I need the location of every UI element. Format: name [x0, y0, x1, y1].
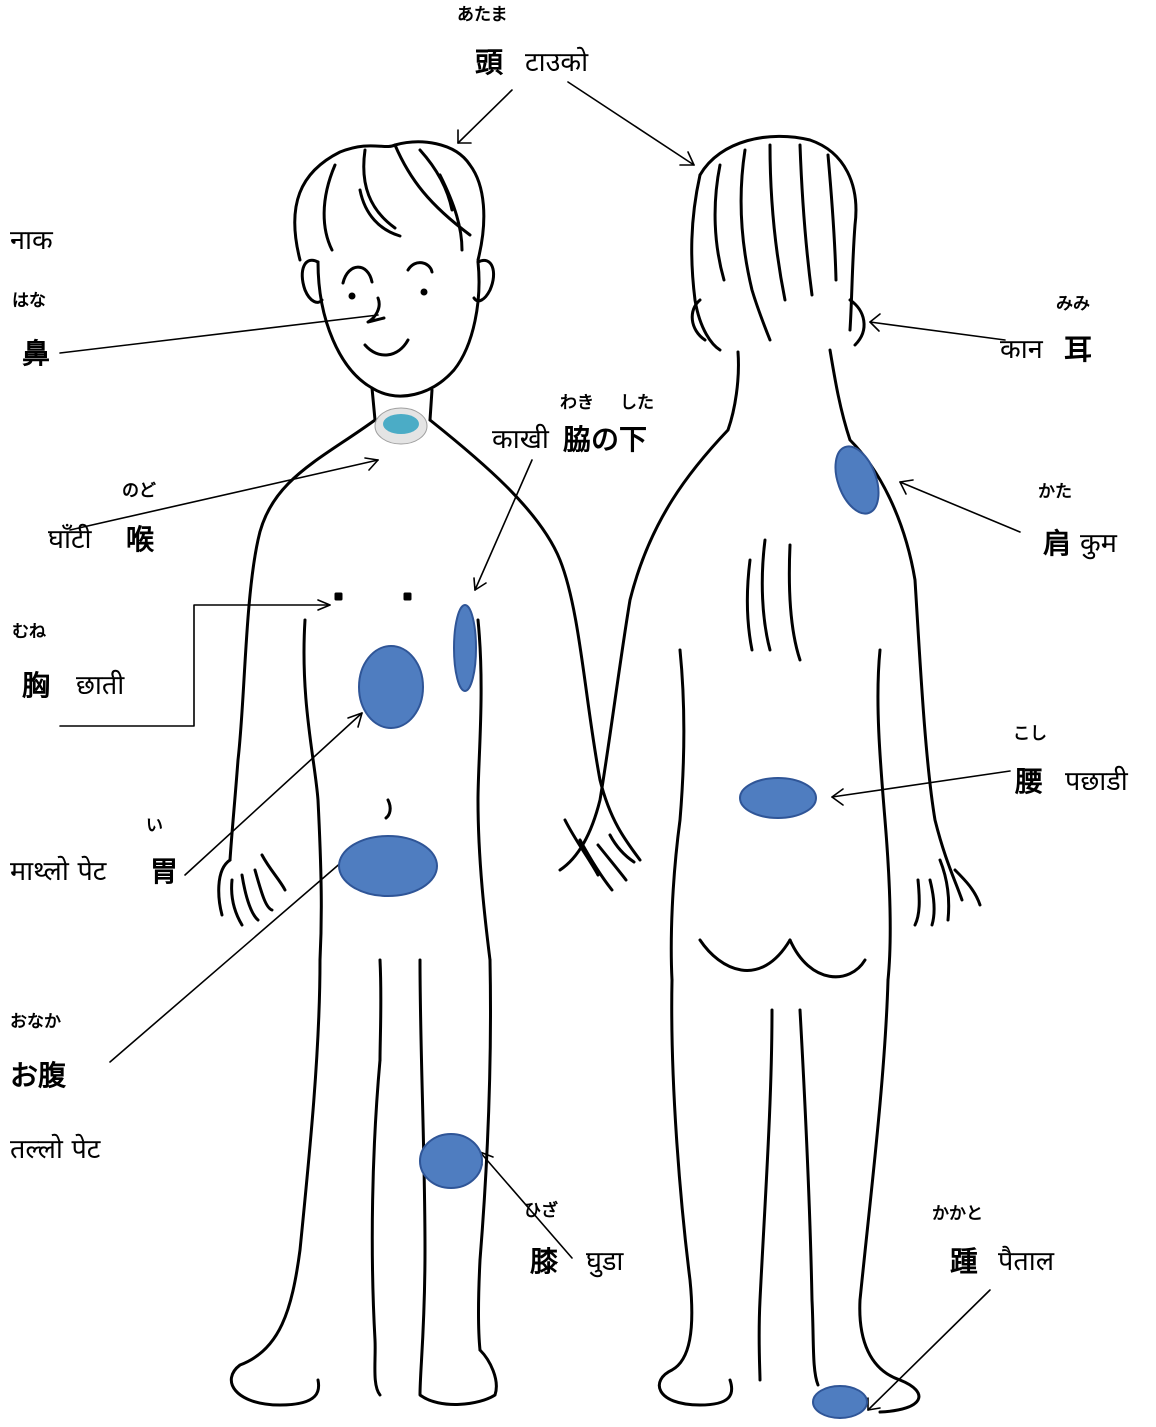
shoulder-jp: 肩	[1043, 530, 1071, 558]
chest-jp: 胸	[22, 672, 50, 700]
knee-jp: 膝	[530, 1248, 558, 1276]
shoulder-np: कुम	[1080, 530, 1117, 557]
heel-marker	[813, 1386, 867, 1418]
nose-reading: はな	[12, 293, 46, 310]
underarm-jp: 脇の下	[563, 426, 647, 454]
heel-np: पैताल	[998, 1248, 1054, 1275]
knee-marker	[420, 1134, 482, 1188]
belly-jp: お腹	[10, 1062, 66, 1090]
lower-back-jp: 腰	[1015, 768, 1043, 796]
underarm-marker	[454, 605, 476, 691]
lower-back-reading: こし	[1013, 726, 1047, 743]
ear-reading: みみ	[1056, 296, 1090, 313]
nose-np: नाक	[10, 227, 53, 254]
ear-jp: 耳	[1064, 336, 1092, 364]
heel-reading: かかと	[932, 1206, 983, 1223]
head-jp: 頭	[475, 49, 503, 77]
head-reading: あたま	[457, 7, 508, 24]
shoulder-marker	[827, 441, 887, 520]
throat-reading: のど	[122, 483, 156, 500]
chest-np: छाती	[76, 672, 124, 699]
stomach-jp: 胃	[150, 858, 178, 886]
nose-jp: 鼻	[22, 340, 50, 368]
throat-np: घाँटी	[48, 526, 92, 553]
underarm-reading-1: わき	[560, 395, 594, 412]
underarm-np: काखी	[492, 426, 549, 453]
knee-reading: ひざ	[524, 1203, 558, 1220]
belly-np: तल्लो पेट	[10, 1136, 100, 1163]
lower-back-np: पछाडी	[1065, 768, 1128, 795]
belly-marker	[339, 836, 437, 896]
stomach-reading: い	[146, 818, 163, 835]
stomach-np: माथ्लो पेट	[10, 858, 106, 885]
chest-marker	[359, 646, 423, 728]
throat-jp: 喉	[126, 526, 154, 554]
chest-reading: むね	[12, 624, 46, 641]
front-figure	[219, 142, 640, 1405]
ear-np: कान	[1000, 336, 1043, 363]
belly-reading: おなか	[10, 1014, 61, 1031]
heel-jp: 踵	[950, 1248, 978, 1276]
shoulder-reading: かた	[1038, 484, 1072, 501]
lower-back-marker	[740, 778, 816, 818]
knee-np: घुडा	[586, 1248, 623, 1275]
head-np: टाउको	[525, 49, 588, 76]
underarm-reading-2: した	[620, 395, 654, 412]
